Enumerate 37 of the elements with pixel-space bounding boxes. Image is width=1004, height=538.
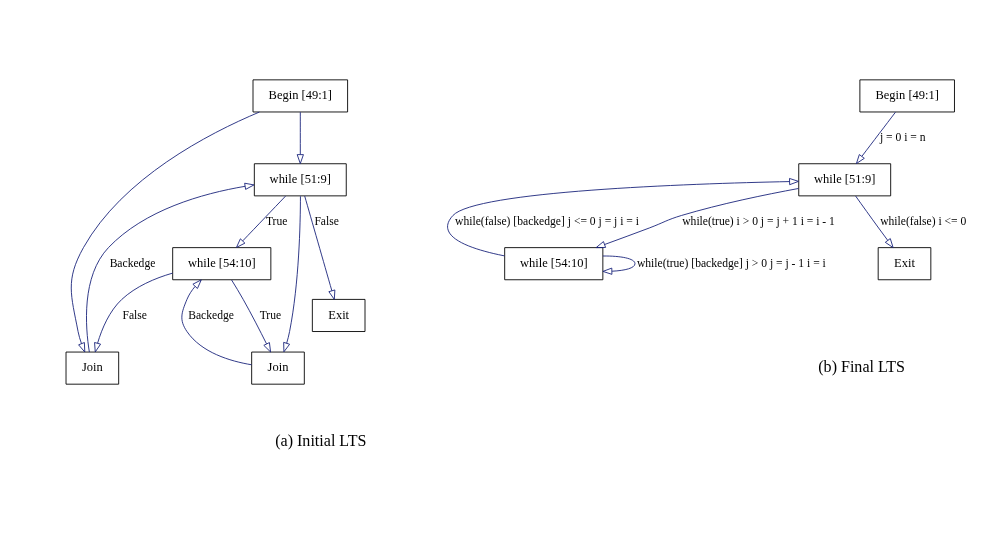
edge-label: False [314, 214, 339, 228]
arrow [231, 279, 272, 352]
arrow [94, 272, 173, 352]
edge-label: Backedge [188, 308, 234, 321]
label: (b) Final LTS [818, 357, 906, 375]
arrow [304, 195, 336, 300]
arrow [447, 177, 799, 256]
arrow [855, 195, 894, 248]
node-box: while [54:10] [172, 246, 272, 280]
node-box: Exit [877, 246, 932, 280]
node-box: while [54:10] [504, 246, 604, 280]
edge-label: while(false) [backedge] j <= 0 j = j i = i [455, 214, 640, 228]
arrow [236, 195, 286, 248]
node-box: Begin [49:1] [252, 78, 349, 112]
edge-label: Backedge [109, 256, 156, 270]
arrow [86, 182, 255, 352]
node-box: Exit [311, 298, 366, 332]
arrow [283, 195, 301, 352]
edge-label: True [259, 308, 282, 321]
label: (a) Initial LTS [275, 431, 367, 449]
edge-label: j = 0 i = n [879, 130, 926, 144]
arrow [70, 111, 260, 352]
arrow [602, 255, 636, 275]
edge-label: while(true) [backedge] j > 0 j = j - 1 i = i [636, 256, 826, 270]
node-box: Begin [49:1] [859, 78, 955, 112]
edge-label: False [122, 308, 147, 321]
arrow [181, 278, 252, 365]
edge-label: True [265, 214, 288, 228]
edge-label: while(true) i > 0 j = j + 1 i = i - 1 [682, 214, 835, 228]
node-box: while [51:9] [798, 162, 892, 196]
node-box: while [51:9] [253, 162, 347, 196]
node-box: Join [65, 351, 120, 385]
arrow [296, 111, 304, 164]
arrow [855, 111, 896, 164]
edge-label: while(false) i <= 0 [880, 214, 967, 228]
arrow [595, 187, 799, 248]
node-box: Join [251, 351, 305, 385]
